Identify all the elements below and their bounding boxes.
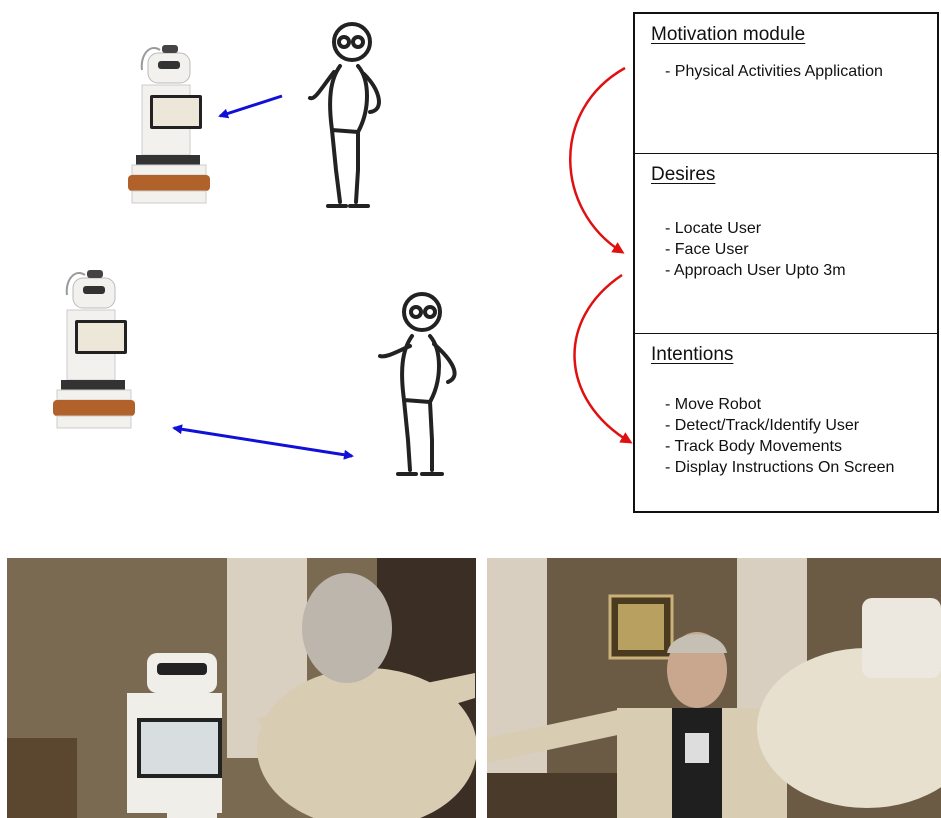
- intentions-panel: Intentions Move Robot Detect/Track/Ident…: [633, 333, 939, 513]
- list-item: Physical Activities Application: [665, 61, 883, 82]
- list-item: Display Instructions On Screen: [665, 457, 895, 478]
- list-item: Track Body Movements: [665, 436, 894, 457]
- motivation-module-title: Motivation module: [651, 24, 806, 45]
- intentions-title: Intentions: [651, 344, 734, 365]
- robot-icon: [53, 270, 135, 429]
- motivation-module-panel: Motivation module Physical Activities Ap…: [633, 12, 939, 154]
- flow-arrow-desires-to-intentions: [573, 273, 633, 444]
- list-item: Face User: [665, 239, 846, 260]
- desires-title: Desires: [651, 164, 716, 185]
- elderly-man-icon: [378, 292, 457, 476]
- photo-user-exercising-front-view: [487, 558, 941, 818]
- interaction-arrow-bidirectional: [172, 424, 354, 460]
- flow-arrow-motivation-to-desires: [569, 66, 626, 254]
- list-item: Move Robot: [665, 394, 894, 415]
- list-item: Detect/Track/Identify User: [665, 415, 894, 436]
- robot-icon: [128, 45, 210, 204]
- interaction-arrow-robot-user: [218, 94, 283, 119]
- desires-list: Locate User Face User Approach User Upto…: [665, 218, 846, 281]
- list-item: Locate User: [665, 218, 846, 239]
- photo-user-exercising-with-robot-back-view: [7, 558, 476, 818]
- intentions-list: Move Robot Detect/Track/Identify User Tr…: [665, 394, 894, 478]
- motivation-module-list: Physical Activities Application: [665, 61, 883, 82]
- list-item: Approach User Upto 3m: [665, 260, 846, 281]
- desires-panel: Desires Locate User Face User Approach U…: [633, 153, 939, 334]
- elderly-man-icon: [308, 22, 381, 208]
